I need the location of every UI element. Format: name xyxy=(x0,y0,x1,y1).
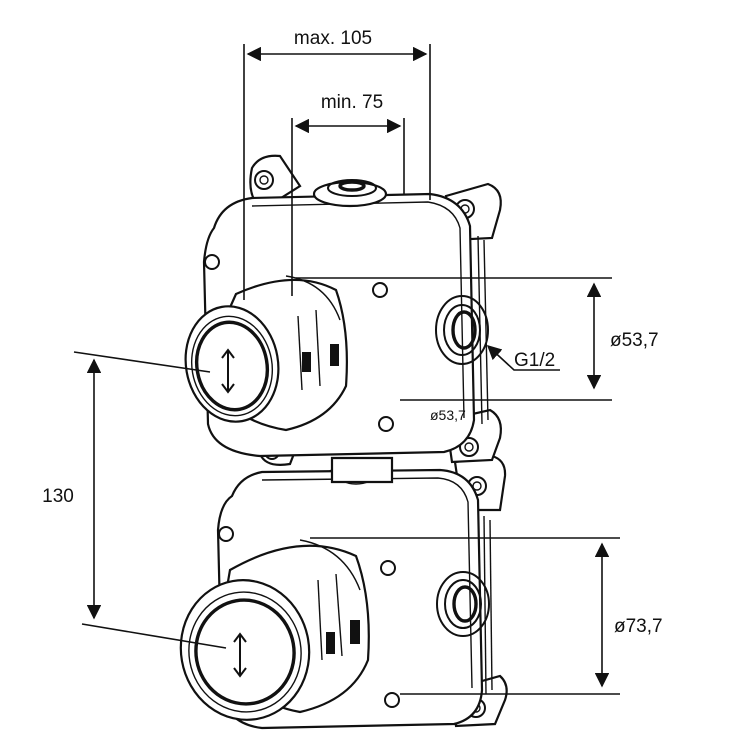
dimension-height: 130 xyxy=(42,351,227,649)
dimension-thread: G1/2 xyxy=(486,345,560,371)
dimension-max-width: max. 105 xyxy=(243,28,431,300)
lower-diameter-label: ø73,7 xyxy=(614,616,663,637)
dimension-upper-diameter: ø53,7 ø53,7 xyxy=(296,277,659,423)
lower-valve-body xyxy=(179,454,508,730)
max-width-label: max. 105 xyxy=(294,28,372,49)
upper-diameter-label: ø53,7 xyxy=(610,330,659,351)
thread-label: G1/2 xyxy=(514,350,555,371)
up-down-arrow-icon xyxy=(233,632,247,678)
upper-valve-body xyxy=(184,154,502,466)
min-width-label: min. 75 xyxy=(321,92,383,113)
up-down-arrow-icon xyxy=(221,348,235,394)
dimension-min-width: min. 75 xyxy=(291,92,405,296)
lower-knob-marking xyxy=(350,620,360,644)
upper-knob-marking xyxy=(330,344,339,366)
dimension-lower-diameter: ø73,7 xyxy=(310,537,663,695)
connection-neck xyxy=(330,456,394,484)
lower-knob-marking-2 xyxy=(326,632,335,654)
height-label: 130 xyxy=(42,486,74,507)
upper-diameter-inner-label: ø53,7 xyxy=(430,407,466,423)
upper-knob-marking-2 xyxy=(302,352,311,372)
